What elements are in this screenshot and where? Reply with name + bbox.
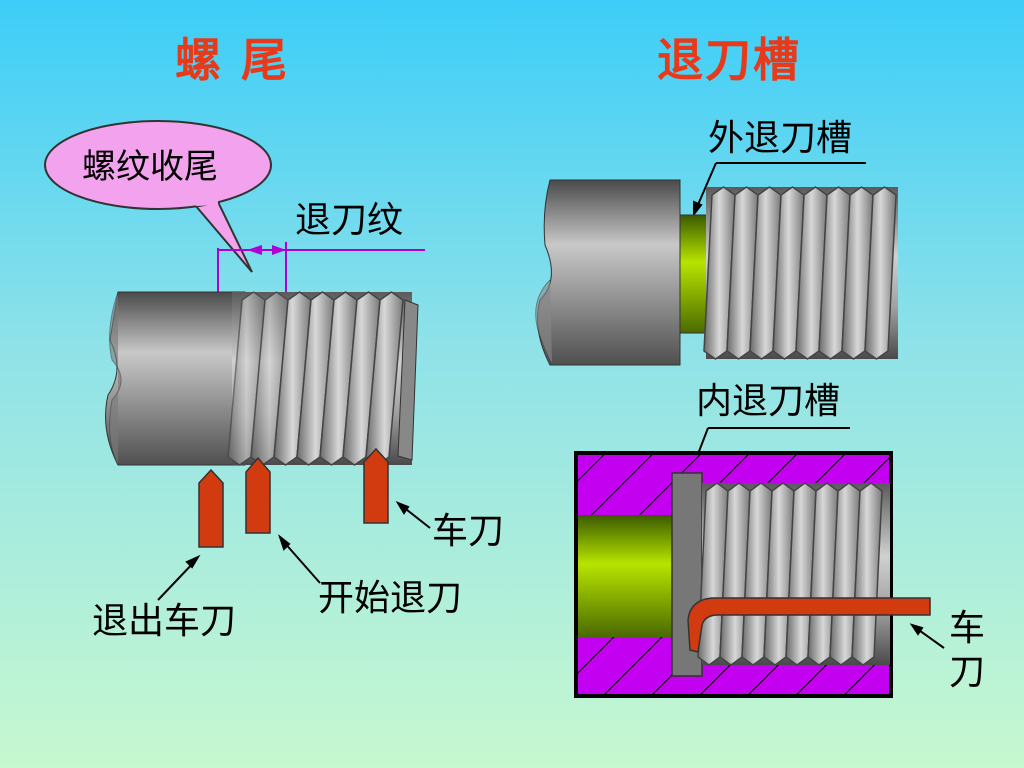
thread-crest xyxy=(365,291,404,466)
start-retract-label: 开始退刀 xyxy=(318,578,462,619)
leader-lines-left xyxy=(157,500,431,601)
thread-crest xyxy=(864,186,897,360)
tool-turning-left xyxy=(363,447,389,524)
tool-exit xyxy=(198,468,224,548)
turning-tool-left-label: 车刀 xyxy=(432,511,504,552)
inner-groove-label: 内退刀槽 xyxy=(696,381,840,422)
boring-tool xyxy=(687,597,931,653)
tool-start-retract xyxy=(245,456,271,534)
thread-crest xyxy=(851,482,883,666)
outer-shaft-body xyxy=(535,179,681,366)
title-thread-runout: 螺 尾 xyxy=(175,33,289,87)
bolt-body xyxy=(105,291,246,466)
turning-tool-right-label-1: 车 xyxy=(949,608,985,649)
exit-tool-label: 退出车刀 xyxy=(92,601,236,642)
inner-groove-section xyxy=(574,451,931,698)
turning-tool-right-label-2: 刀 xyxy=(949,652,985,693)
outer-groove-leader xyxy=(693,162,866,217)
bolt-thread xyxy=(227,291,419,466)
outer-groove xyxy=(679,214,709,334)
title-undercut-groove: 退刀槽 xyxy=(657,33,801,87)
outer-groove-label: 外退刀槽 xyxy=(708,118,852,159)
outer-thread xyxy=(703,186,898,360)
bubble-label: 螺纹收尾 xyxy=(82,147,218,187)
leader-turning-tool-right xyxy=(909,623,945,649)
speech-bubble: 螺纹收尾 xyxy=(44,120,272,273)
runout-thread-label: 退刀纹 xyxy=(295,200,403,241)
